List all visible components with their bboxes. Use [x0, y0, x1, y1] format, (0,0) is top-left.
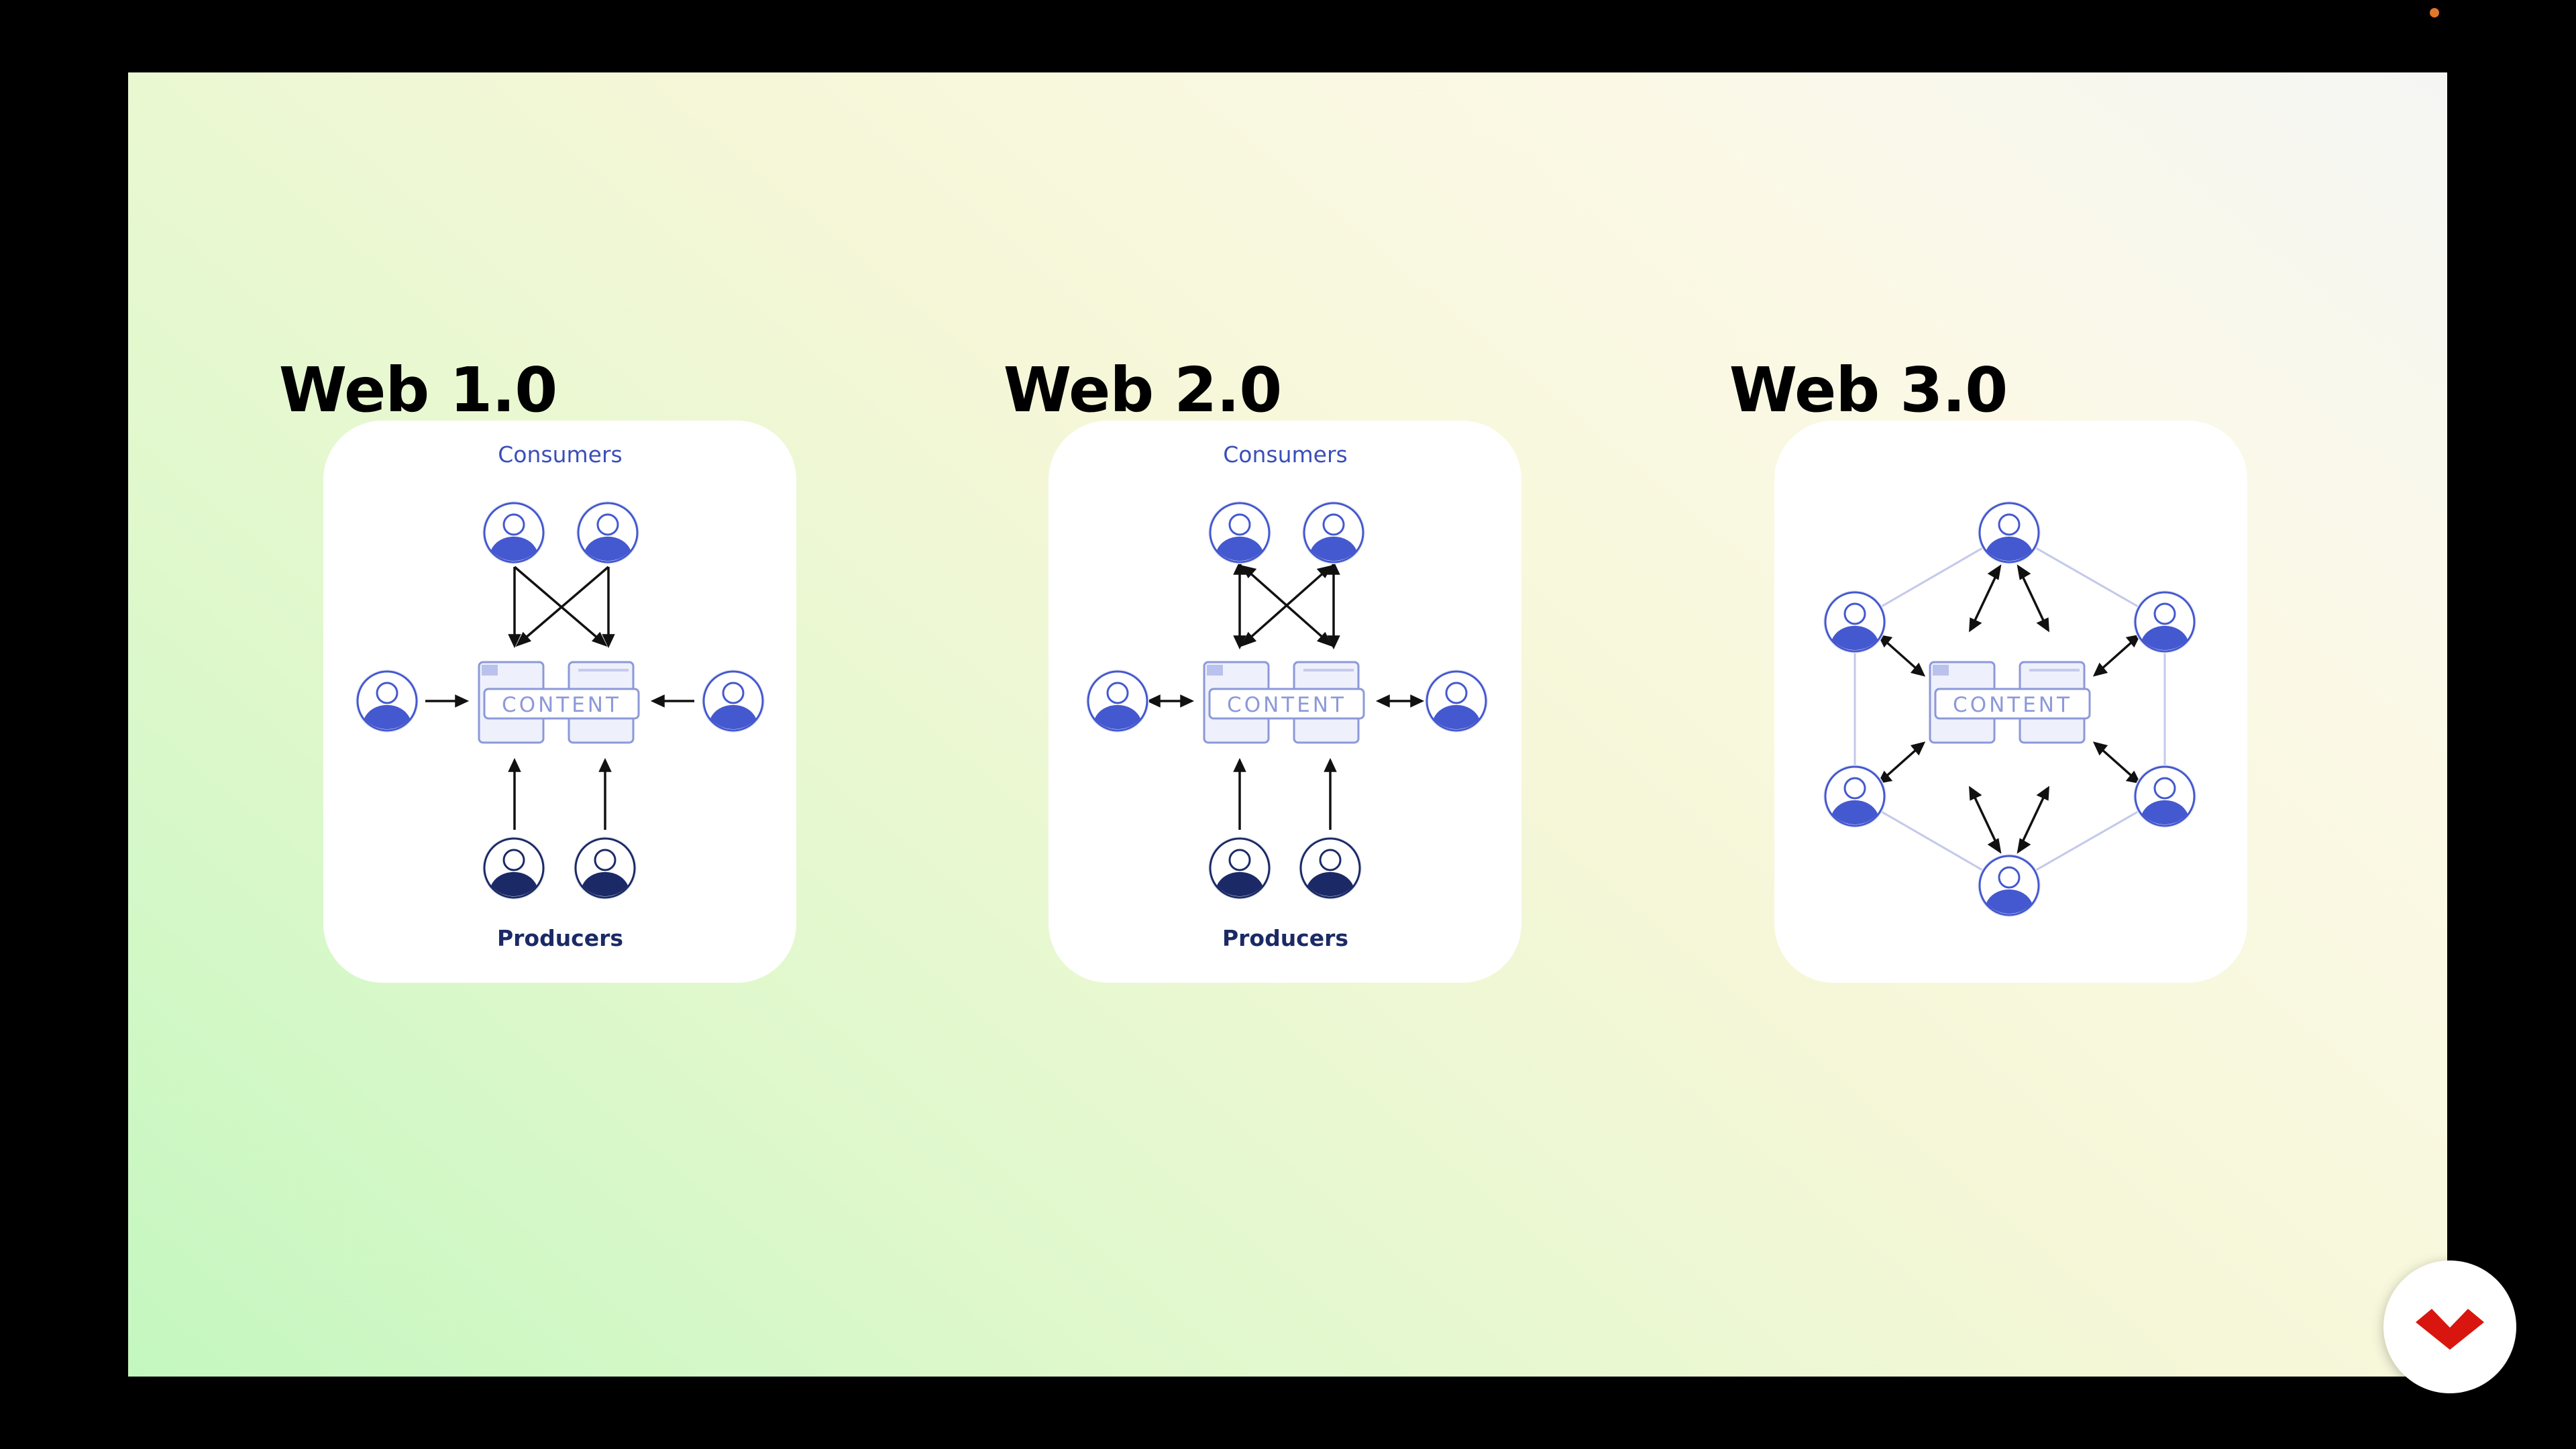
content-icon: CONTENT [478, 661, 640, 744]
content-label: CONTENT [1953, 693, 2072, 717]
web1-diagram: Consumers [323, 421, 796, 983]
content-icon: CONTENT [1203, 661, 1365, 744]
panel-title-web2: Web 2.0 [1003, 354, 1282, 426]
consumers-label: Consumers [498, 441, 622, 468]
content-icon: CONTENT [1929, 661, 2091, 744]
brand-logo-icon [2416, 1309, 2484, 1350]
brand-logo-badge[interactable] [2383, 1260, 2516, 1393]
web1-arrows [425, 566, 694, 830]
slide: Web 1.0 Consumers [128, 72, 2447, 1377]
content-label: CONTENT [502, 693, 621, 717]
panel-title-web3: Web 3.0 [1729, 354, 2008, 426]
producers-label: Producers [497, 925, 623, 951]
consumers-label: Consumers [1223, 441, 1347, 468]
web3-arrows [1877, 564, 2141, 854]
recording-indicator [2430, 8, 2439, 17]
user-icon [1086, 501, 1488, 900]
web2-diagram: Consumers [1049, 421, 1521, 983]
panel-title-web1: Web 1.0 [278, 354, 557, 426]
user-icon [356, 501, 765, 900]
producers-label: Producers [1222, 925, 1348, 951]
content-label: CONTENT [1227, 693, 1346, 717]
user-icon [1823, 501, 2196, 917]
web3-diagram: CONTENT [1774, 421, 2247, 983]
web2-arrows [1146, 560, 1425, 830]
